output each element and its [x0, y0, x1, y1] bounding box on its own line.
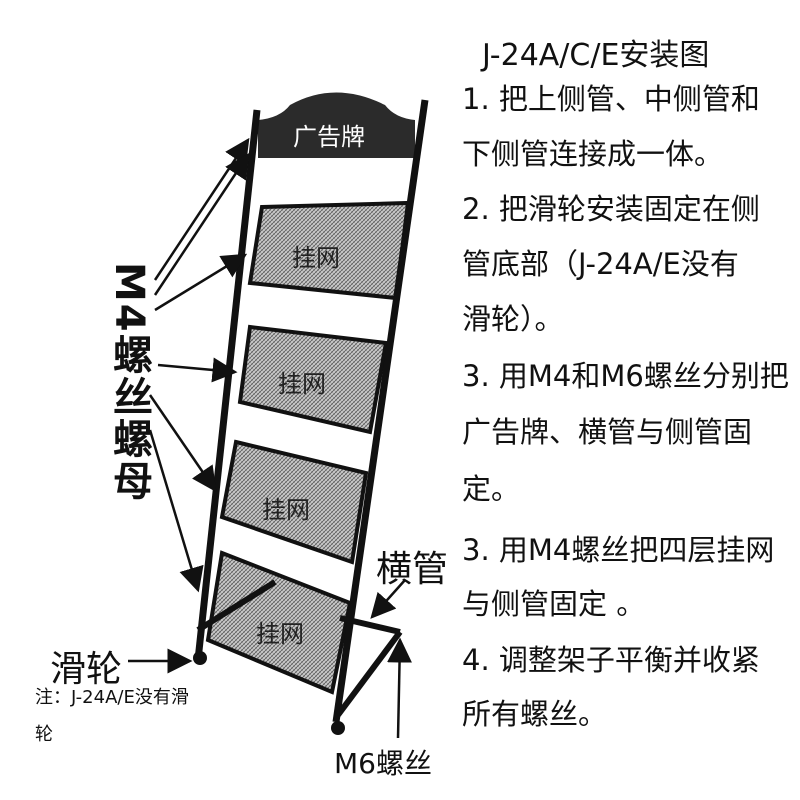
step-line: 1. 把上侧管、中侧管和 — [462, 82, 760, 116]
note-line-2: 轮 — [35, 724, 53, 745]
step-line: 管底部（J-24A/E没有 — [462, 247, 739, 281]
net-label-4: 挂网 — [256, 620, 304, 648]
crossbar-label: 横管 — [376, 549, 449, 590]
step-line: 3. 用M4螺丝把四层挂网 — [462, 533, 775, 567]
note-line-1: 注：J-24A/E没有滑 — [35, 687, 189, 708]
m6-screw-label: M6螺丝 — [334, 747, 432, 780]
wheel-label: 滑轮 — [50, 649, 123, 690]
net-label-3: 挂网 — [262, 496, 310, 524]
step-line: 2. 把滑轮安装固定在侧 — [462, 192, 760, 226]
mesh-basket-4 — [205, 550, 353, 695]
pointer-arrows — [128, 137, 413, 739]
step-line: 所有螺丝。 — [462, 697, 608, 731]
mesh-basket-2 — [237, 324, 389, 435]
step-line: 定。 — [462, 472, 521, 506]
step-line: 3. 用M4和M6螺丝分别把 — [462, 359, 789, 393]
net-label-2: 挂网 — [278, 370, 326, 398]
crossbar — [196, 579, 277, 633]
step-line: 滑轮）。 — [462, 302, 564, 336]
step-line: 广告牌、横管与侧管固 — [462, 415, 753, 449]
m4-screw-label: M4螺丝螺母 — [106, 262, 152, 502]
diagram-title: J-24A/C/E安装图 — [482, 38, 710, 73]
step-line: 下侧管连接成一体。 — [462, 137, 724, 171]
net-label-1: 挂网 — [292, 244, 340, 272]
mesh-basket-3 — [219, 439, 369, 565]
sign-board-label: 广告牌 — [293, 123, 365, 151]
sign-board — [258, 92, 415, 158]
step-line: 4. 调整架子平衡并收紧 — [462, 643, 760, 677]
left-rail — [194, 109, 261, 661]
step-line: 与侧管固定 。 — [462, 587, 646, 621]
wheel-right — [331, 721, 345, 735]
wheel-left — [193, 651, 207, 665]
